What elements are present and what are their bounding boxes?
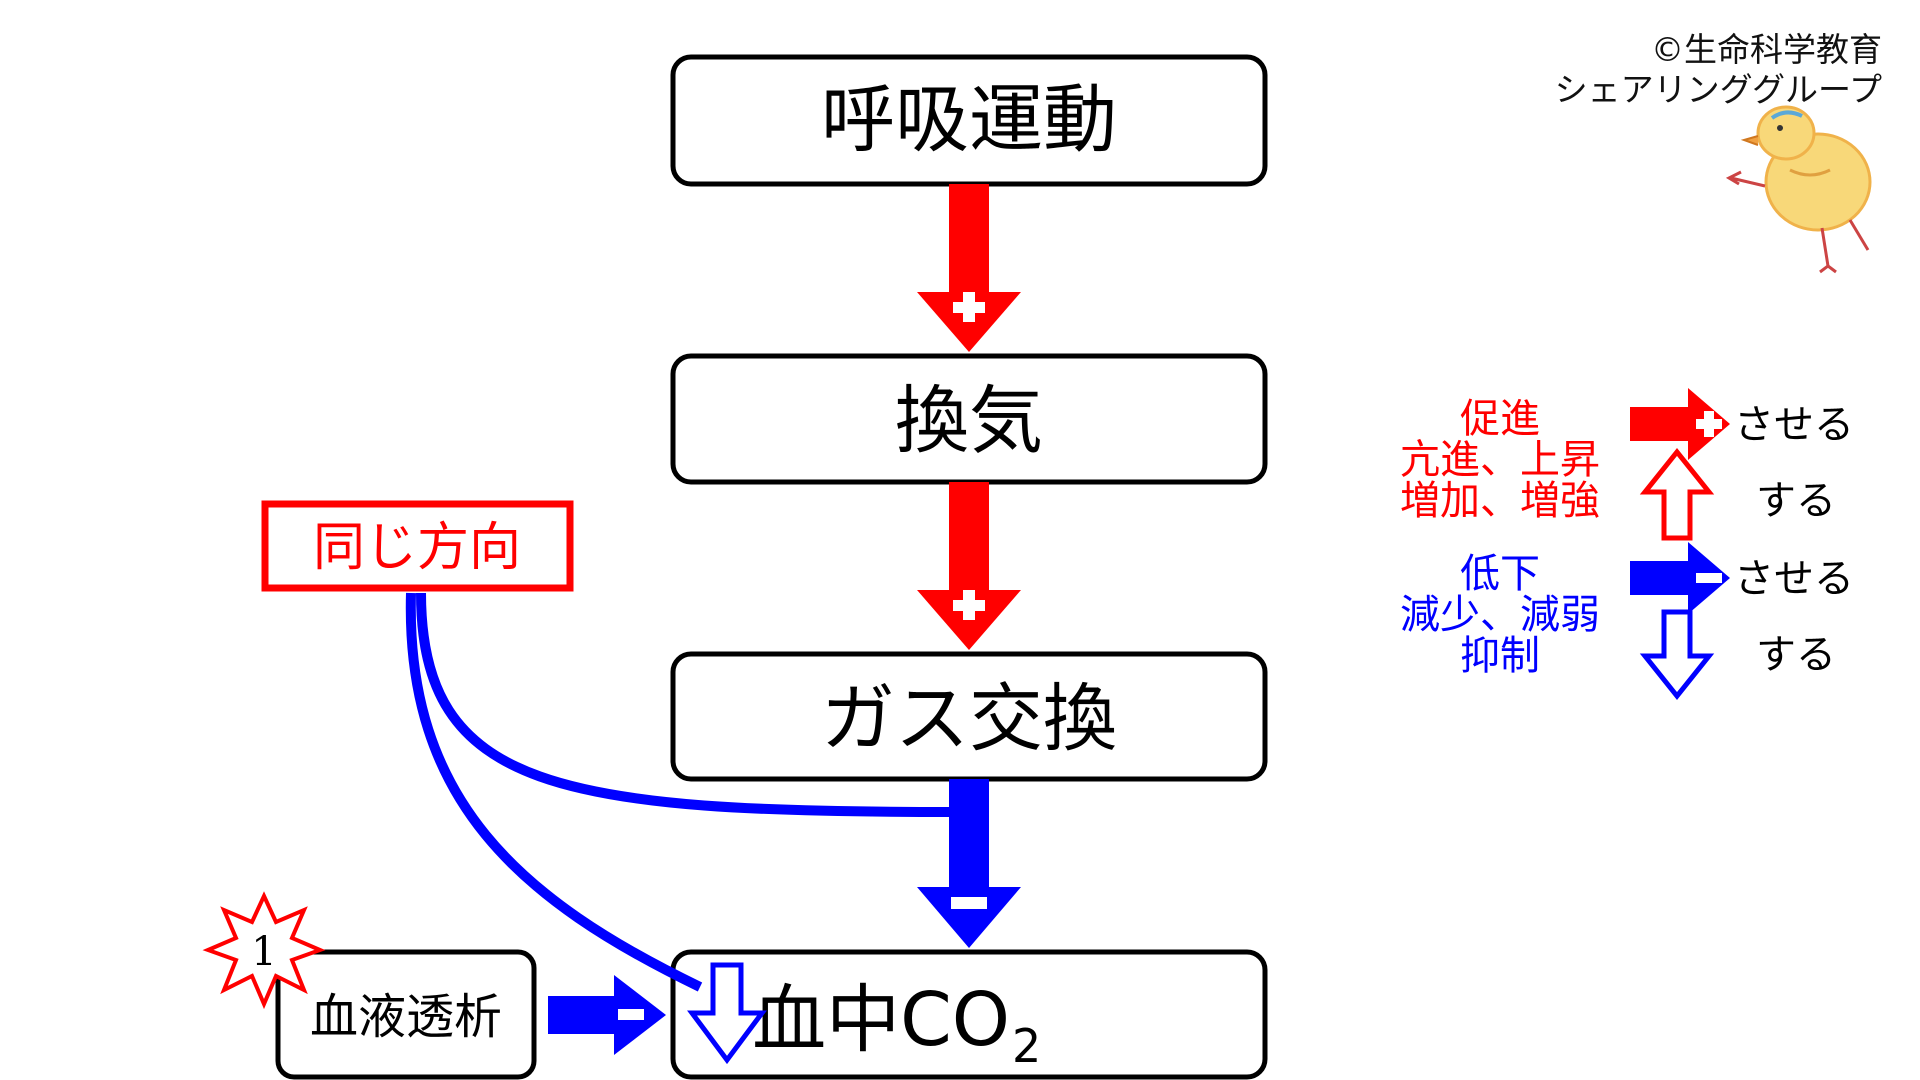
copyright-notice: ©生命科学教育 シェアリンググループ	[1555, 30, 1882, 110]
copyright-line-1: ©生命科学教育	[1651, 30, 1882, 69]
legend-decrease-line-2: 減少、減弱	[1400, 592, 1600, 638]
box-blood-co2: 血中CO 2	[670, 949, 1268, 1080]
legend-promote-line-3: 増加、増強	[1400, 478, 1600, 524]
box-3-label: ガス交換	[821, 676, 1117, 762]
badge-number: 1	[251, 929, 276, 975]
explosion-burst-icon: 1	[202, 891, 326, 1010]
legend-decrease-line-1: 低下	[1460, 551, 1540, 597]
box-4-label: 血中CO	[752, 977, 1010, 1063]
down-hollow-arrow-co2	[687, 962, 767, 1065]
same-direction-connectors	[405, 592, 954, 992]
dialysis-label: 血液透析	[310, 989, 502, 1045]
legend-up-hollow-arrow-icon	[1639, 447, 1715, 541]
inhibit-arrow-dialysis	[548, 975, 666, 1055]
same-direction-text: 同じ方向	[313, 518, 521, 578]
box-1-label: 呼吸運動	[821, 77, 1117, 163]
copyright-line-2: シェアリンググループ	[1554, 70, 1882, 109]
box-2-label: 換気	[895, 378, 1043, 464]
legend-up-arrow-text: する	[1756, 478, 1836, 524]
legend-inhibit-arrow-text: させる	[1734, 556, 1854, 602]
box-4-subscript: 2	[1012, 1019, 1041, 1073]
box-respiratory-movement: 呼吸運動	[670, 54, 1268, 187]
box-dialysis: 血液透析	[275, 949, 537, 1080]
legend-promote-arrow-text: させる	[1734, 402, 1854, 448]
legend-down-arrow-text: する	[1756, 632, 1836, 678]
same-direction-label-box: 同じ方向	[261, 500, 574, 592]
promote-arrow-1	[917, 184, 1021, 352]
inhibit-arrow-main	[917, 779, 1021, 948]
legend: 促進 亢進、上昇 増加、増強 させる する 低下 減少、減弱 抑制 させる する	[1400, 388, 1854, 701]
legend-decrease-line-3: 抑制	[1460, 633, 1540, 679]
legend-inhibit-arrow-icon	[1630, 542, 1730, 614]
legend-promote-line-2: 亢進、上昇	[1400, 437, 1600, 483]
box-ventilation: 換気	[670, 353, 1268, 485]
legend-promote-arrow-icon	[1630, 388, 1730, 460]
legend-promote-line-1: 促進	[1460, 396, 1540, 442]
chick-drawing-icon	[1725, 105, 1872, 274]
legend-down-hollow-arrow-icon	[1639, 609, 1715, 701]
box-gas-exchange: ガス交換	[670, 651, 1268, 782]
promote-arrow-2	[917, 482, 1021, 650]
